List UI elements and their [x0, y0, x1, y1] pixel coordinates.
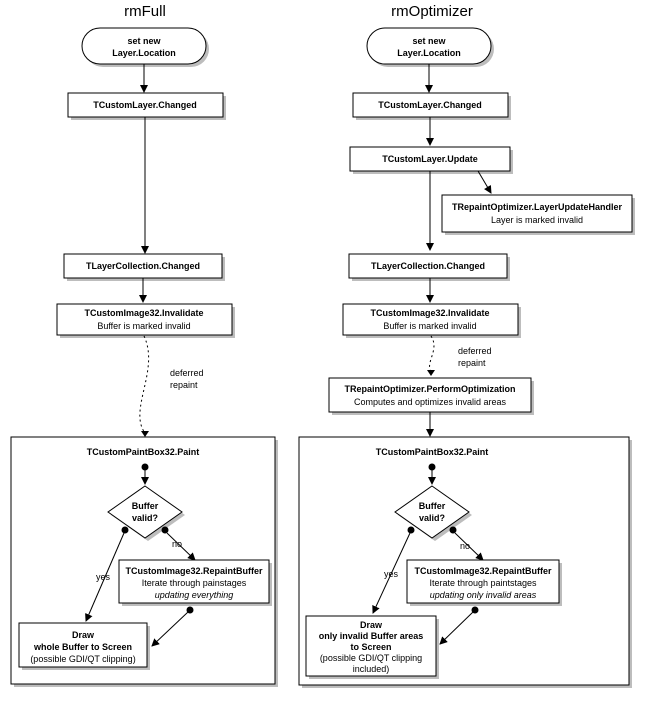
- left-invalidate-sub: Buffer is marked invalid: [97, 321, 190, 331]
- left-start-node: set new Layer.Location: [81, 27, 209, 67]
- left-start-line1: set new: [127, 36, 161, 46]
- right-start-line1: set new: [412, 36, 446, 46]
- left-repaint-sub: Iterate through painstages: [142, 578, 247, 588]
- right-arrow-yes: [372, 532, 411, 614]
- right-no-dot: [449, 526, 457, 534]
- right-arrow-update-handler: [477, 170, 492, 194]
- right-deferred-line2: repaint: [458, 358, 486, 368]
- right-draw-line4: (possible GDI/QT clipping: [320, 653, 422, 663]
- left-decision-line2: valid?: [132, 513, 158, 523]
- right-collection-label: TLayerCollection.Changed: [371, 261, 485, 271]
- title-rmoptimizer: rmOptimizer: [391, 3, 473, 20]
- left-arrow-no: [166, 532, 196, 561]
- left-repaint-italic: updating everything: [155, 590, 234, 600]
- left-deferred-line2: repaint: [170, 380, 198, 390]
- right-changed-node: TCustomLayer.Changed: [352, 92, 511, 120]
- right-optimize-sub: Computes and optimizes invalid areas: [354, 397, 507, 407]
- title-rmfull: rmFull: [124, 3, 166, 20]
- left-deferred-arrowhead: [141, 431, 149, 437]
- left-draw-line1: Draw: [72, 630, 95, 640]
- right-invalidate-title: TCustomImage32.Invalidate: [370, 308, 489, 318]
- right-yes-dot: [407, 526, 415, 534]
- left-deferred-line1: deferred: [170, 368, 204, 378]
- right-decision-line2: valid?: [419, 513, 445, 523]
- right-start-line2: Layer.Location: [397, 48, 461, 58]
- right-repaint-dot: [471, 606, 479, 614]
- right-deferred-line1: deferred: [458, 346, 492, 356]
- left-collection-node: TLayerCollection.Changed: [63, 253, 225, 281]
- left-draw-node: Draw whole Buffer to Screen (possible GD…: [18, 622, 150, 670]
- left-invalidate-title: TCustomImage32.Invalidate: [84, 308, 203, 318]
- right-repaint-title: TCustomImage32.RepaintBuffer: [414, 566, 552, 576]
- right-start-node: set new Layer.Location: [366, 27, 494, 67]
- right-draw-line3: to Screen: [350, 642, 391, 652]
- left-changed-label: TCustomLayer.Changed: [93, 100, 197, 110]
- right-optimize-node: TRepaintOptimizer.PerformOptimization Co…: [328, 377, 534, 415]
- left-paint-start-dot: [141, 463, 149, 471]
- left-repaint-title: TCustomImage32.RepaintBuffer: [125, 566, 263, 576]
- right-arrow-repaint-draw: [439, 611, 474, 645]
- right-draw-line5: included): [353, 664, 390, 674]
- right-label-no: no: [460, 541, 470, 551]
- left-paint-title: TCustomPaintBox32.Paint: [87, 447, 200, 457]
- left-collection-label: TLayerCollection.Changed: [86, 261, 200, 271]
- right-handler-node: TRepaintOptimizer.LayerUpdateHandler Lay…: [441, 194, 635, 235]
- right-update-label: TCustomLayer.Update: [382, 154, 478, 164]
- left-label-no: no: [172, 539, 182, 549]
- right-decision-line1: Buffer: [419, 501, 446, 511]
- right-optimize-title: TRepaintOptimizer.PerformOptimization: [344, 384, 515, 394]
- left-arrow-repaint-draw: [151, 611, 189, 647]
- left-repaint-node: TCustomImage32.RepaintBuffer Iterate thr…: [118, 559, 272, 606]
- left-repaint-dot: [186, 606, 194, 614]
- left-changed-node: TCustomLayer.Changed: [67, 92, 226, 120]
- left-decision-line1: Buffer: [132, 501, 159, 511]
- left-yes-dot: [121, 526, 129, 534]
- left-deferred-connector: [139, 335, 150, 434]
- right-repaint-sub: Iterate through paintstages: [429, 578, 537, 588]
- right-paint-start-dot: [428, 463, 436, 471]
- left-invalidate-node: TCustomImage32.Invalidate Buffer is mark…: [56, 303, 235, 338]
- left-draw-line2: whole Buffer to Screen: [33, 642, 132, 652]
- right-deferred-connector: [429, 335, 435, 373]
- left-no-dot: [161, 526, 169, 534]
- left-start-line2: Layer.Location: [112, 48, 176, 58]
- right-label-yes: yes: [384, 569, 399, 579]
- left-arrow-yes: [85, 532, 125, 622]
- right-collection-node: TLayerCollection.Changed: [348, 253, 510, 281]
- right-draw-line2: only invalid Buffer areas: [319, 631, 424, 641]
- right-invalidate-sub: Buffer is marked invalid: [383, 321, 476, 331]
- right-repaint-italic: updating only invalid areas: [430, 590, 537, 600]
- right-invalidate-node: TCustomImage32.Invalidate Buffer is mark…: [342, 303, 521, 338]
- right-paint-title: TCustomPaintBox32.Paint: [376, 447, 489, 457]
- right-changed-label: TCustomLayer.Changed: [378, 100, 482, 110]
- right-handler-sub: Layer is marked invalid: [491, 215, 583, 225]
- right-repaint-node: TCustomImage32.RepaintBuffer Iterate thr…: [406, 559, 562, 606]
- left-draw-line3: (possible GDI/QT clipping): [30, 654, 135, 664]
- right-arrow-no: [454, 532, 484, 561]
- left-label-yes: yes: [96, 572, 111, 582]
- right-handler-title: TRepaintOptimizer.LayerUpdateHandler: [452, 202, 623, 212]
- right-draw-line1: Draw: [360, 620, 383, 630]
- right-update-node: TCustomLayer.Update: [349, 146, 513, 174]
- right-deferred-arrowhead: [427, 370, 435, 376]
- right-draw-node: Draw only invalid Buffer areas to Screen…: [305, 615, 439, 679]
